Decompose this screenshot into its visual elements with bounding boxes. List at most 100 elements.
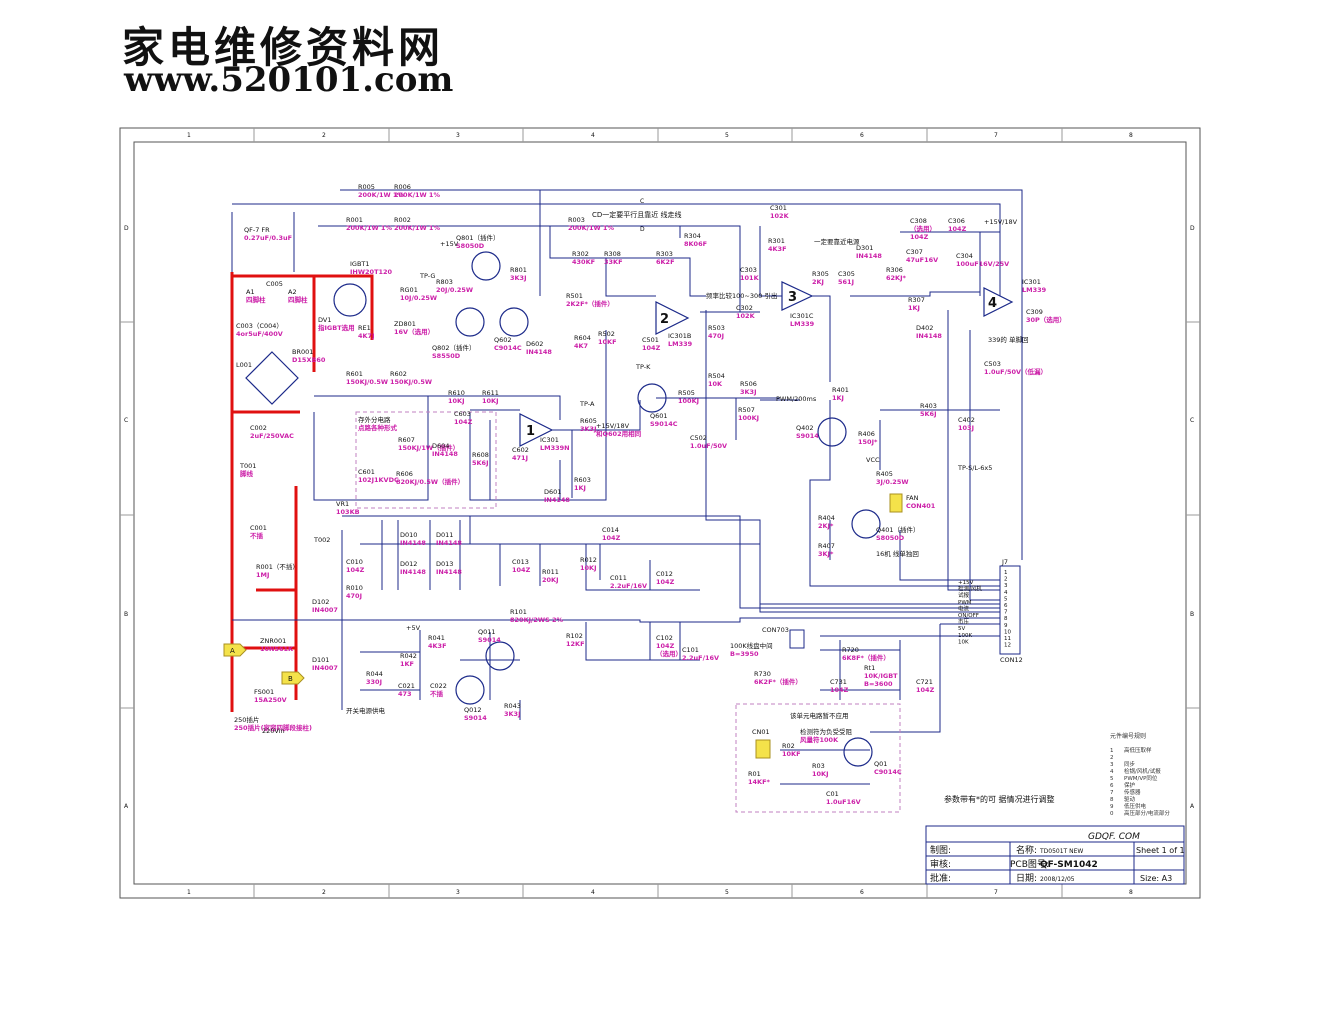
label-c603-ref: C603 — [454, 410, 471, 418]
label-c304-value: 100uF16V/25V — [956, 260, 1009, 268]
label-c305-value: 561J — [838, 278, 854, 286]
label-r610-ref: R610 — [448, 389, 465, 397]
con12-pin-label: 市压 — [958, 618, 970, 626]
label-r403-value: 5K6J — [920, 410, 937, 418]
label-r505-ref: R505 — [678, 389, 695, 397]
parameter-note: 参数带有*的可 据情况进行调整 — [944, 794, 1055, 804]
label-r730-ref: R730 — [754, 670, 771, 678]
label-r044-value: 330J — [366, 678, 382, 686]
label-q012-ref: Q012 — [464, 706, 482, 714]
legend-text: 保护 — [1124, 781, 1136, 789]
label-rg01-ref: RG01 — [400, 286, 418, 294]
label-r101-value: 820KJ/2WS 2% — [510, 616, 564, 624]
port-markers — [223, 643, 305, 685]
label-r611-ref: R611 — [482, 389, 499, 397]
label-fan-ref: FAN — [906, 494, 919, 502]
legend-text: 传感器 — [1124, 788, 1141, 796]
label-c309-value: 30P（选用） — [1026, 315, 1066, 324]
con12-pin-number: 9 — [1004, 623, 1008, 629]
wire-label-d: D — [640, 226, 645, 233]
label-d012-ref: D012 — [400, 560, 417, 568]
label-re1-value: 4K7J — [358, 332, 375, 340]
con12-pin-number: 12 — [1004, 643, 1011, 649]
label-t002-ref: T002 — [313, 536, 330, 544]
label-r607-ref: R607 — [398, 436, 415, 444]
label-r504-ref: R504 — [708, 372, 725, 380]
legend-title: 元件编号规则 — [1110, 732, 1146, 740]
label-q601-value: S9014C — [650, 420, 678, 428]
label-r602-value: 150KJ/0.5W — [390, 378, 432, 386]
label-c001-value: 不插 — [250, 531, 264, 540]
label-c309-ref: C309 — [1026, 308, 1043, 316]
label-c010-ref: C010 — [346, 558, 363, 566]
frame-row-label: A — [124, 803, 129, 810]
label-t001-ref: T001 — [239, 462, 256, 470]
date-value: 2008/12/05 — [1040, 876, 1075, 883]
label-c014-value: 104Z — [602, 534, 621, 542]
label-q012-value: S9014 — [464, 714, 487, 722]
label-r504-value: 10K — [708, 380, 723, 388]
label-r001-ref: R001 — [346, 216, 363, 224]
label-r602-ref: R602 — [390, 370, 407, 378]
label-r501-ref: R501 — [566, 292, 583, 300]
label-r005-value: 200K/1W 1% — [358, 191, 404, 199]
label-d601-ref: D601 — [544, 488, 561, 496]
legend-text: 同步 — [1124, 761, 1136, 768]
label-r012-ref: R012 — [580, 556, 597, 564]
label-cn01-ref: CN01 — [752, 728, 770, 736]
legend-number: 0 — [1110, 811, 1114, 817]
label-r003-value: 200K/1W 1% — [568, 224, 614, 232]
label-c602-value: 471J — [512, 454, 528, 462]
label-c402-ref: C402 — [958, 416, 975, 424]
frame-col-label: 7 — [994, 889, 998, 896]
label-rg01-value: 10J/0.25W — [400, 294, 437, 302]
frame-row-label: D — [1190, 225, 1195, 232]
label-c503-ref: C503 — [984, 360, 1001, 368]
frame-col-label: 6 — [860, 132, 864, 139]
label-zd801-ref: ZD801 — [394, 320, 416, 328]
label-q01-ref: Q01 — [874, 760, 887, 768]
label-dv1-ref: DV1 — [318, 316, 331, 324]
label-ac_note-value: 250插片(家容四脚段接柱) — [234, 723, 312, 732]
frame-col-label: 5 — [725, 889, 729, 896]
label-plus15_18-ref: +15V/18V — [984, 218, 1018, 226]
label-ic301-value: LM339N — [540, 444, 570, 452]
label-vr1-ref: VR1 — [336, 500, 349, 508]
label-d602-ref: D602 — [526, 340, 543, 348]
legend-number: 2 — [1110, 755, 1114, 761]
legend-text: PWM/VP同位 — [1124, 774, 1158, 782]
label-r02-value: 10KF — [782, 750, 801, 758]
label-tp_g-ref: TP-G — [419, 272, 435, 280]
label-ic301c-ref: IC301C — [790, 312, 814, 320]
signal-wires — [231, 189, 1023, 785]
label-r604-value: 4K7 — [574, 342, 588, 350]
label-q801-ref: Q801（插件） — [456, 233, 500, 242]
label-r01-ref: R01 — [748, 770, 761, 778]
site-title: 家电维修资料网 — [122, 23, 445, 72]
label-r03-ref: R03 — [812, 762, 825, 770]
label-l001-ref: L001 — [236, 361, 252, 369]
label-r011-ref: R011 — [542, 568, 559, 576]
label-d101-value: IN4007 — [312, 664, 338, 672]
label-r001b-value: 1MJ — [256, 571, 269, 579]
label-q402-ref: Q402 — [796, 424, 814, 432]
label-c101-value: 2.2uF/16V — [682, 654, 719, 662]
con12-pin-number: 11 — [1004, 636, 1011, 642]
label-q802-ref: Q802（插件） — [432, 343, 476, 352]
label-note_con703-ref: 100K线盘中间 — [730, 641, 773, 650]
label-r502-ref: R502 — [598, 330, 615, 338]
label-c601-ref: C601 — [358, 468, 375, 476]
label-d010-value: IN4148 — [400, 539, 426, 547]
con12-pin-label: ON/OFF — [958, 613, 979, 619]
label-r308-ref: R308 — [604, 250, 621, 258]
label-r601-ref: R601 — [346, 370, 363, 378]
label-c308-value: （选用） — [910, 224, 936, 233]
check-label: 审核: — [930, 858, 951, 870]
label-r001b-ref: R001（不插） — [256, 562, 299, 571]
label-c102-value: （选用） — [656, 649, 682, 658]
label-r405-ref: R405 — [876, 470, 893, 478]
label-c102-ref: C102 — [656, 634, 673, 642]
frame-row-label: A — [1190, 803, 1195, 810]
label-c603-value: 104Z — [454, 418, 473, 426]
